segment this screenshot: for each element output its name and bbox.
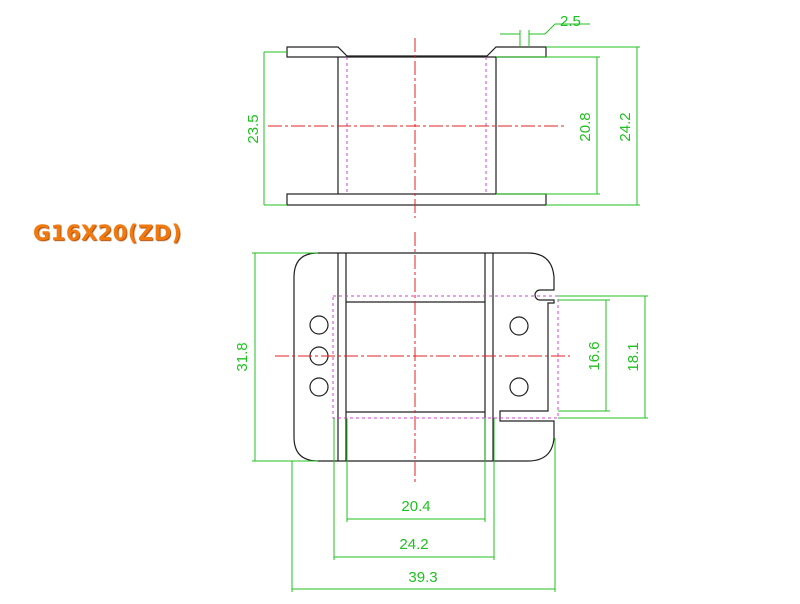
dim-core-outer: 24.2 bbox=[399, 536, 428, 553]
dim-base-height: 31.8 bbox=[234, 342, 251, 371]
dim-slot-outer: 18.1 bbox=[625, 342, 642, 371]
bottom-flange bbox=[286, 193, 547, 206]
top-view-centerlines bbox=[268, 38, 566, 218]
dim-overall-length: 39.3 bbox=[408, 569, 437, 586]
dim-flange-thickness: 2.5 bbox=[560, 13, 581, 30]
top-view-dimensions bbox=[263, 23, 640, 206]
top-view bbox=[286, 46, 547, 206]
pin-hole-right-1 bbox=[509, 316, 529, 336]
part-title: G16X20(ZD) bbox=[33, 221, 182, 245]
pin-hole-left-3 bbox=[309, 377, 329, 397]
pin-hole-left-1 bbox=[309, 315, 329, 335]
top-flange bbox=[286, 46, 547, 58]
bottom-view-dimensions bbox=[252, 252, 648, 592]
base-plate-outline bbox=[293, 252, 555, 462]
dim-core-inner: 20.4 bbox=[401, 498, 430, 515]
dim-slot-inner: 16.6 bbox=[586, 341, 603, 370]
dim-flange-width: 24.2 bbox=[617, 112, 634, 141]
pin-hole-right-2 bbox=[509, 377, 529, 397]
dim-height-total: 23.5 bbox=[245, 114, 262, 143]
bottom-view-centerlines bbox=[275, 232, 570, 482]
bottom-view-hidden-lines bbox=[332, 295, 559, 419]
dim-inner-height: 20.8 bbox=[577, 112, 594, 141]
